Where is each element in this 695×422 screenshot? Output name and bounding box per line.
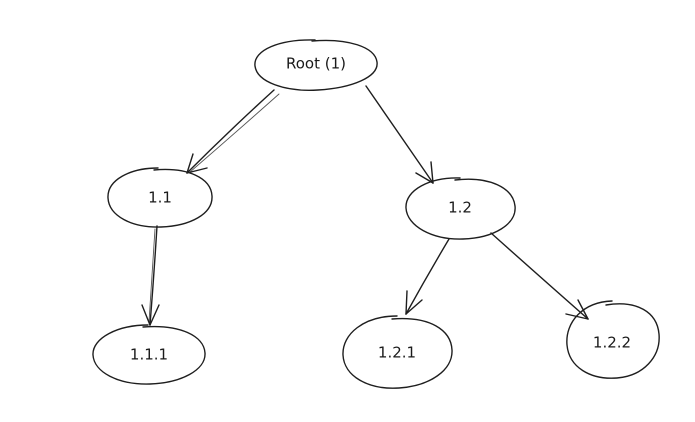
edge-1-1-to-1-1-1 [141, 225, 160, 326]
node-1-1: 1.1 [107, 167, 213, 228]
node-1-2-1-label: 1.2.1 [378, 344, 416, 362]
node-1-2: 1.2 [405, 177, 516, 240]
node-1-1-1: 1.1.1 [92, 324, 206, 385]
edge-1-2-to-1-2-1 [405, 238, 450, 315]
node-1-2-1: 1.2.1 [342, 315, 453, 389]
edge-1-2-to-1-2-2 [490, 232, 589, 320]
node-1-2-label: 1.2 [448, 199, 472, 217]
node-1-2-2: 1.2.2 [566, 300, 660, 379]
node-1-2-2-label: 1.2.2 [593, 334, 631, 352]
node-root-label: Root (1) [286, 55, 346, 73]
edge-root-to-1-1 [186, 89, 280, 174]
node-1-1-label: 1.1 [148, 189, 172, 207]
node-root: Root (1) [254, 39, 378, 91]
node-1-1-1-label: 1.1.1 [130, 346, 168, 364]
edge-root-to-1-2 [365, 85, 434, 184]
